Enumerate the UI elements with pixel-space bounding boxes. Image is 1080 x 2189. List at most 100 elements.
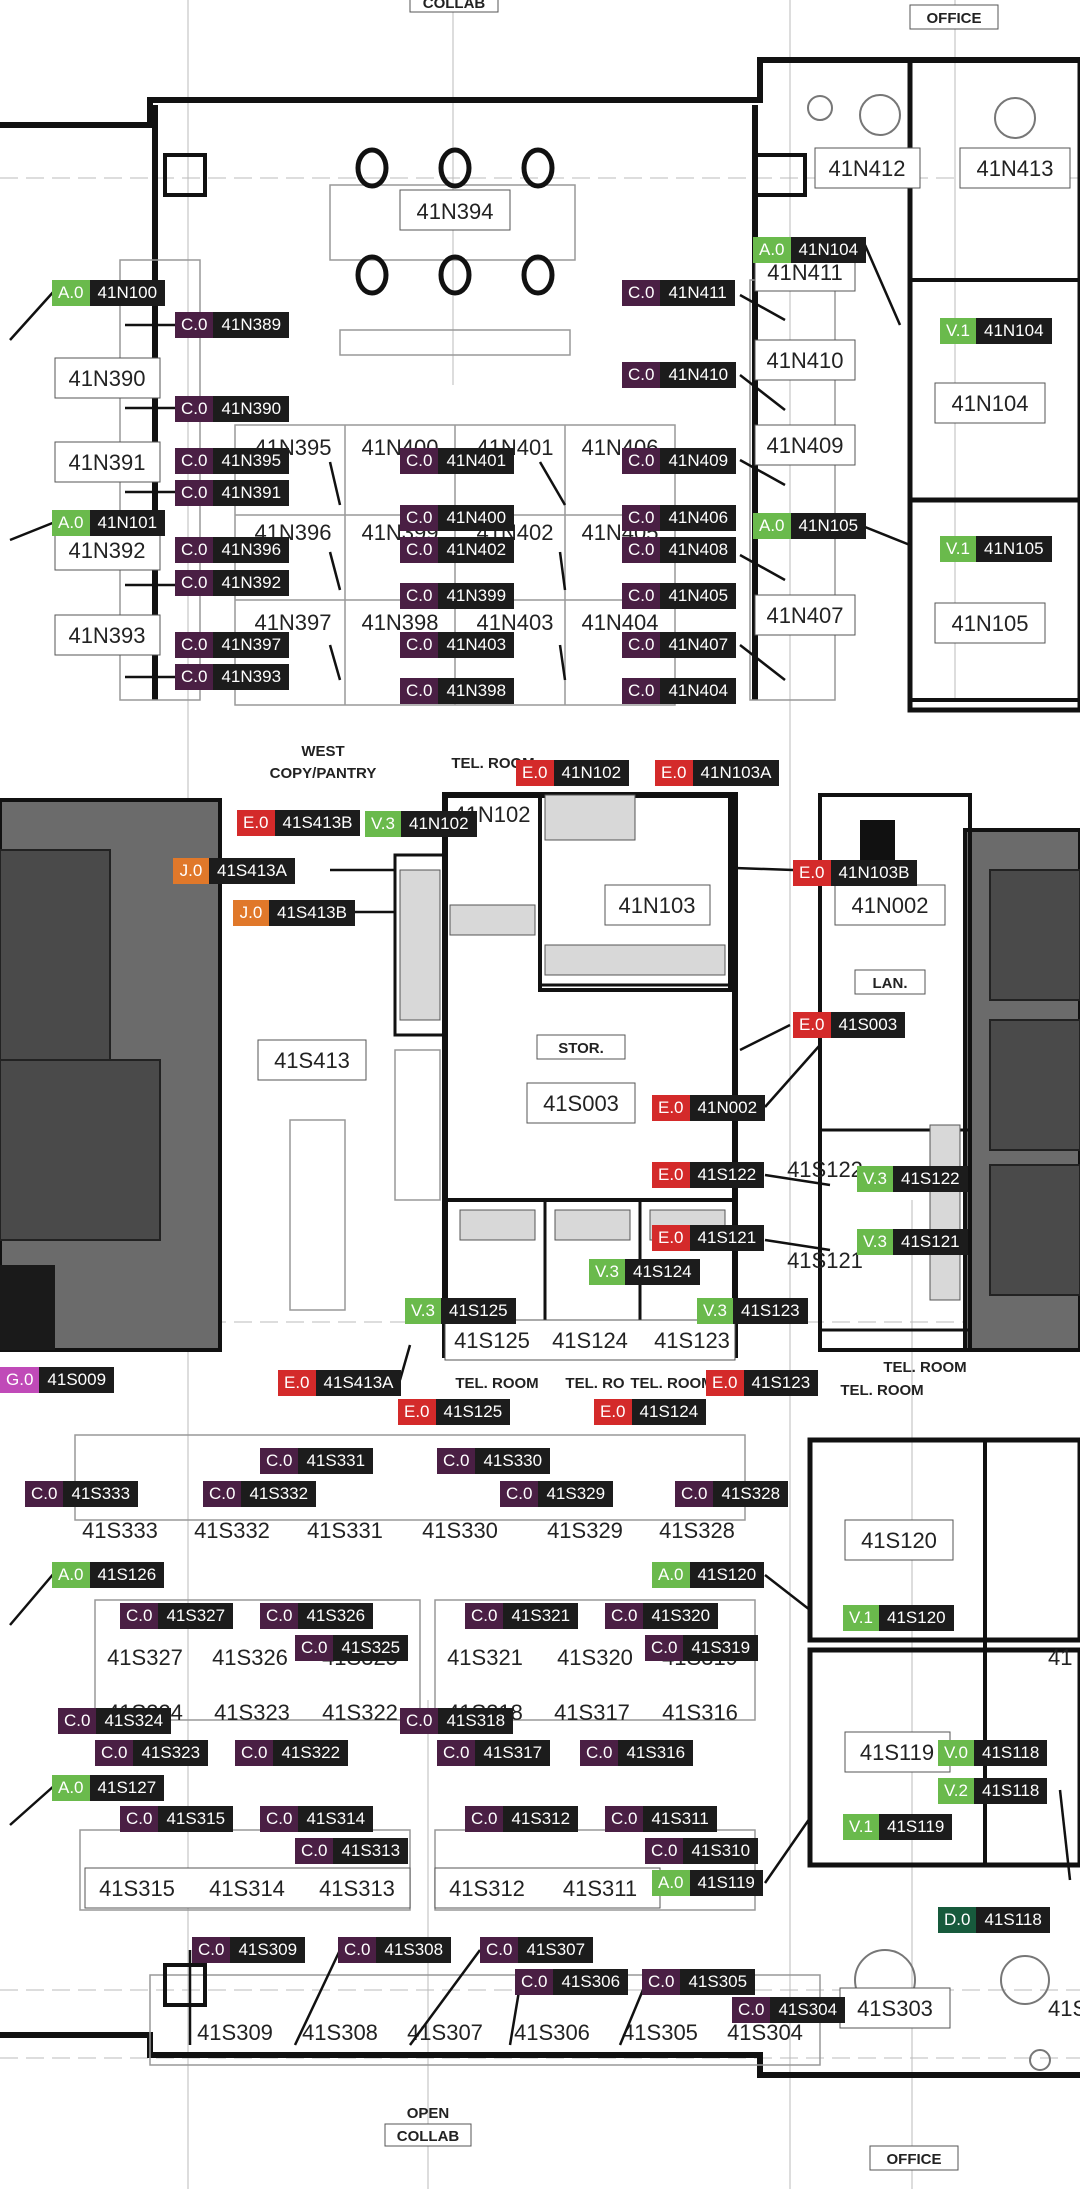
room-41n391: 41N391	[68, 450, 145, 475]
tag-code: C.0	[400, 505, 439, 531]
tag-room: 41N102	[553, 760, 630, 786]
tag-code: E.0	[793, 1012, 831, 1038]
tag-room: 41S304	[770, 1997, 846, 2023]
tag-code: C.0	[622, 632, 661, 658]
tag-code: V.1	[843, 1605, 879, 1631]
tag-room: 41S118	[976, 1907, 1050, 1933]
label-tel-room-east-2: TEL. ROOM	[840, 1382, 923, 1399]
tag-room: 41S413A	[209, 858, 295, 884]
tag-room: 41S125	[435, 1399, 511, 1425]
tag-room: 41S121	[893, 1229, 968, 1255]
